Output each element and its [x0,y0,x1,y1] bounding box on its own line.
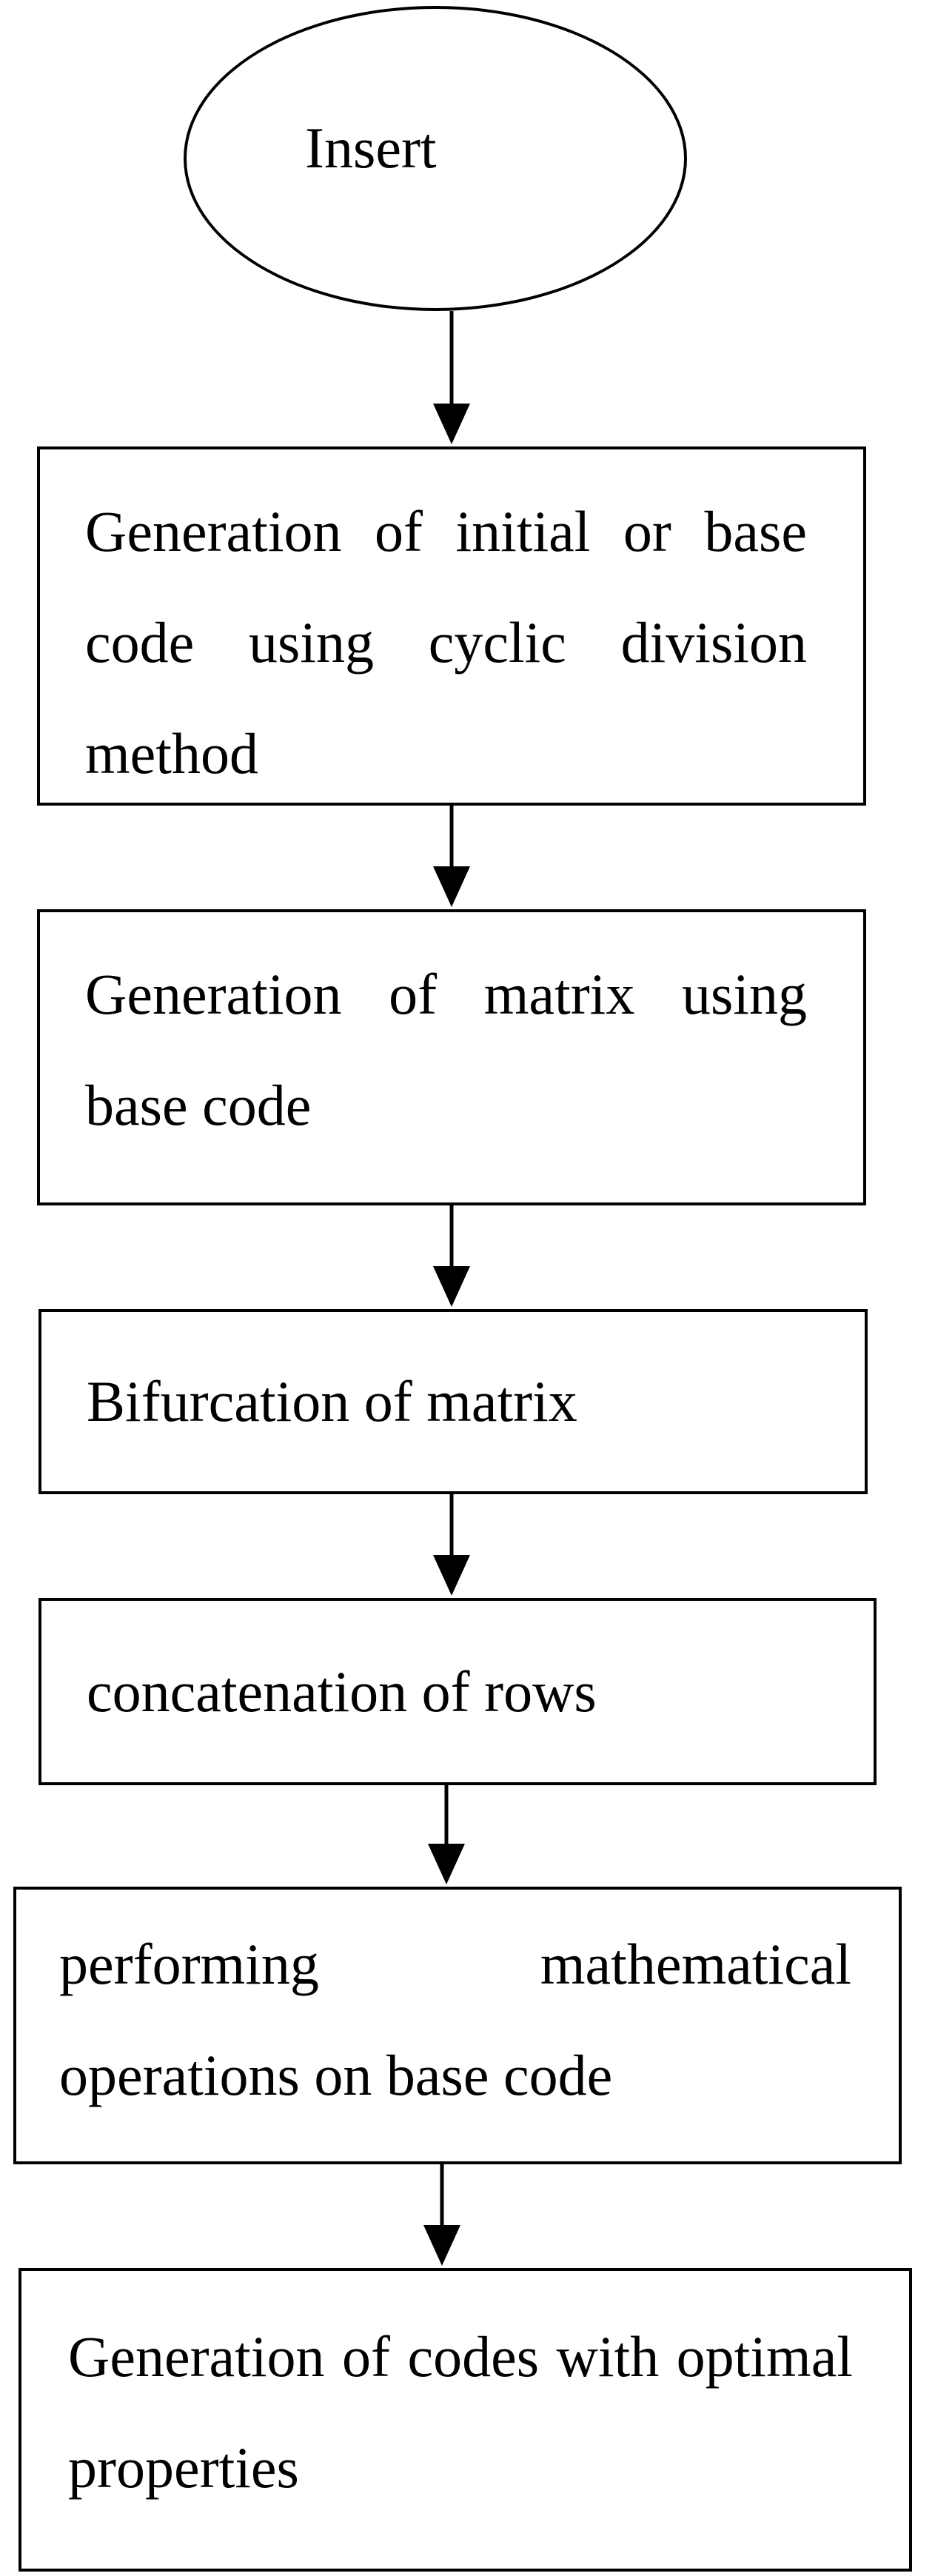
step-label-5: performing mathematical operations on ba… [59,1932,851,2107]
step-box-2 [37,909,866,1205]
step-label-1: Generation of initial or base code using… [85,499,807,786]
step-box-4 [38,1598,877,1785]
arrow-start-to-step-1 [433,311,470,444]
step-box-5 [13,1887,902,2164]
arrow-step-3-to-step-4 [433,1492,470,1596]
step-box-3 [38,1309,868,1494]
start-ellipse [184,6,687,311]
step-label-3: Bifurcation of matrix [87,1369,577,1433]
step-label-2: Generation of matrix using base code [85,962,807,1137]
arrow-step-5-to-step-6 [423,2162,460,2266]
arrow-step-1-to-step-2 [433,803,470,907]
start-label: Insert [305,116,437,180]
step-label-6: Generation of codes with optimal propert… [68,2324,853,2500]
step-box-1 [37,446,866,806]
arrow-step-2-to-step-3 [433,1203,470,1307]
step-label-4: concatenation of rows [87,1659,597,1724]
arrow-step-4-to-step-5 [428,1783,465,1884]
step-box-6 [19,2268,912,2572]
